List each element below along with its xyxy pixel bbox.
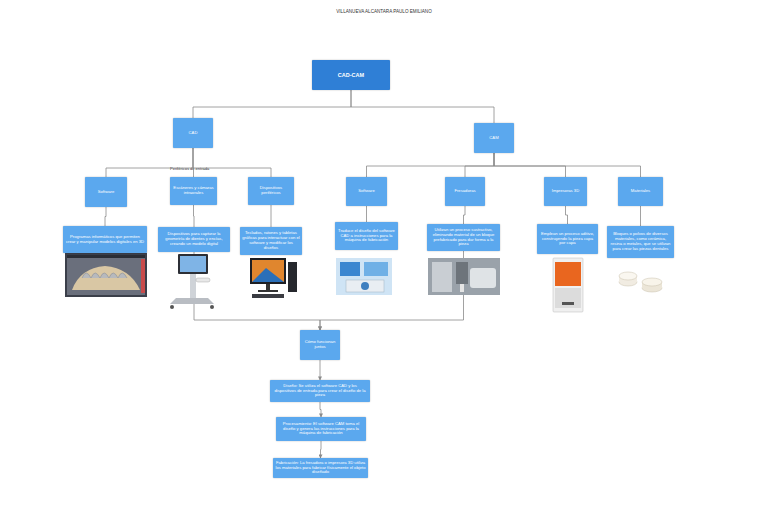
scanner-image: [170, 254, 214, 309]
node-text: Software: [98, 190, 115, 195]
process-box: Impresoras 3D: [544, 177, 587, 206]
process-box: Software: [346, 177, 387, 206]
connector-line: [320, 251, 464, 330]
node-text: Materiales: [631, 189, 650, 194]
node-text: Teclados, ratones y tabletas gráficas pa…: [242, 231, 300, 250]
process-box: Bloques o polvos de diversos materiales,…: [607, 226, 674, 258]
node-text: Traduce el diseño del software CAD a ins…: [337, 229, 396, 243]
process-box: Cómo funcionan juntos: [300, 330, 340, 360]
node-text: CAD: [189, 131, 198, 136]
node-text: Impresoras 3D: [552, 189, 579, 194]
cad-software-image: [65, 253, 147, 297]
cam-software-image: [336, 258, 392, 295]
node-text: Procesamiento: El software CAM toma el d…: [278, 422, 364, 436]
connector-line: [367, 153, 495, 177]
process-box: Utilizan un proceso sustractivo, elimina…: [427, 224, 500, 251]
process-box: Programas informáticos que permiten crea…: [63, 226, 147, 253]
node-text: CAM: [489, 136, 498, 141]
process-box: Materiales: [618, 177, 663, 206]
process-box: Procesamiento: El software CAM toma el d…: [276, 417, 366, 441]
process-box: Diseño: Se utiliza el software CAD y los…: [270, 380, 370, 402]
connector-line: [566, 206, 568, 224]
process-box: Escáneres y cámaras intraorales: [170, 177, 217, 205]
printer-image: [553, 258, 583, 312]
note-label: Periféricos de entrada: [170, 166, 209, 171]
process-box: Fabricación: La fresadora o impresora 3D…: [273, 458, 368, 478]
node-text: Bloques o polvos de diversos materiales,…: [609, 232, 672, 251]
connector-line: [320, 402, 321, 417]
node-text: CAD-CAM: [338, 72, 364, 78]
connector-line: [640, 206, 641, 226]
connector-line: [366, 206, 367, 222]
connector-line: [464, 206, 466, 224]
connector-line: [105, 207, 106, 226]
connector-line: [494, 153, 641, 177]
node-text: Fabricación: La fresadora o impresora 3D…: [275, 461, 366, 475]
node-text: Fresadoras: [454, 189, 475, 194]
root-box: CAD-CAM: [312, 60, 390, 90]
process-box: Emplean un proceso aditivo, construyendo…: [537, 224, 598, 254]
node-text: Cómo funcionan juntos: [302, 340, 338, 350]
connector-line: [193, 90, 351, 118]
connector-line: [271, 205, 272, 227]
connector-line: [194, 252, 320, 330]
connector-line: [465, 153, 494, 177]
process-box: Dispositivos para capturar la geometría …: [158, 227, 230, 252]
connector-line: [193, 205, 195, 227]
materials-image: [619, 272, 662, 292]
node-text: Dispositivos para capturar la geometría …: [160, 232, 228, 246]
process-box: Software: [85, 177, 127, 207]
connector-line: [193, 148, 271, 177]
connector-line: [351, 90, 494, 123]
process-box: CAD: [173, 118, 213, 148]
process-box: CAM: [474, 123, 514, 153]
node-text: Emplean un proceso aditivo, construyendo…: [539, 232, 596, 246]
process-box: Teclados, ratones y tabletas gráficas pa…: [240, 227, 302, 255]
node-text: Utilizan un proceso sustractivo, elimina…: [429, 228, 498, 247]
diagram-title: VILLANUEVA ALCANTARA PAULO EMILIANO: [0, 9, 768, 14]
node-text: Software: [358, 189, 375, 194]
computer-image: [250, 258, 297, 298]
node-text: Dispositivos periféricos: [250, 186, 292, 196]
process-box: Dispositivos periféricos: [248, 177, 294, 205]
connector-line: [320, 441, 322, 458]
connector-line: [106, 148, 193, 177]
node-text: Escáneres y cámaras intraorales: [172, 186, 215, 196]
node-text: Programas informáticos que permiten crea…: [65, 235, 145, 245]
connector-line: [320, 360, 321, 380]
milling-image: [428, 258, 500, 295]
connector-line: [494, 153, 566, 177]
process-box: Traduce el diseño del software CAD a ins…: [335, 222, 398, 250]
process-box: Fresadoras: [445, 177, 485, 206]
node-text: Diseño: Se utiliza el software CAD y los…: [272, 384, 368, 398]
